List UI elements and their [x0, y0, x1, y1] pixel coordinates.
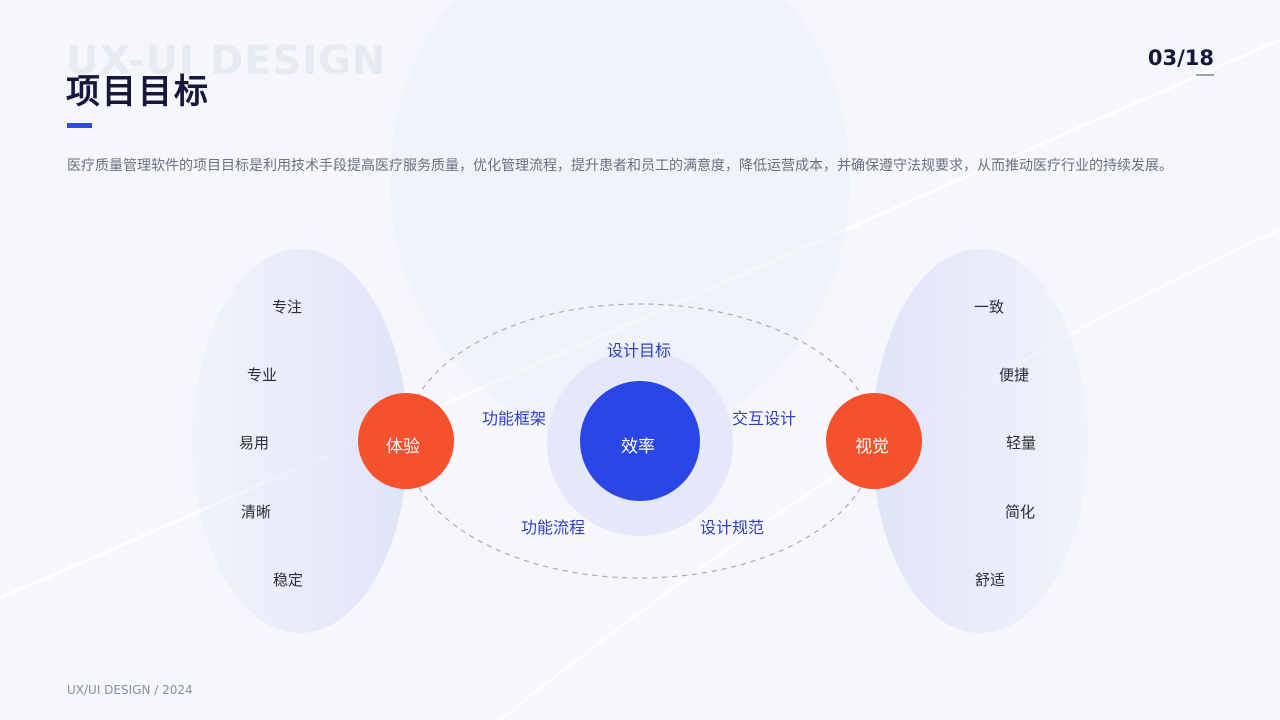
left-word: 易用 — [239, 434, 270, 452]
left-ellipse — [192, 249, 408, 633]
right-word: 舒适 — [975, 571, 1006, 589]
design-goal-label: 设计目标 — [607, 341, 672, 360]
center-circle — [580, 381, 700, 501]
decor-blob — [390, 0, 850, 440]
footer-text: UX/UI DESIGN / 2024 — [67, 683, 193, 697]
right-word: 轻量 — [1006, 434, 1037, 452]
left-circle-label: 体验 — [386, 437, 420, 457]
left-word: 稳定 — [273, 571, 304, 589]
left-word: 专业 — [247, 366, 278, 384]
center-circle-label: 效率 — [621, 437, 655, 457]
right-circle — [826, 393, 922, 489]
description-text: 医疗质量管理软件的项目目标是利用技术手段提高医疗服务质量，优化管理流程，提升患者… — [67, 158, 1173, 174]
right-circle-label: 视觉 — [855, 437, 889, 457]
page-number: 03/18 — [1147, 46, 1214, 70]
header-watermark: UX-UI DESIGN — [66, 38, 387, 84]
right-ellipse — [872, 249, 1088, 633]
right-word: 简化 — [1005, 503, 1036, 521]
interaction-design-label: 交互设计 — [732, 409, 797, 428]
function-framework-label: 功能框架 — [482, 409, 547, 428]
left-circle — [358, 393, 454, 489]
right-word: 便捷 — [999, 366, 1030, 384]
left-word: 清晰 — [241, 503, 272, 521]
page-title: 项目目标 — [66, 72, 210, 112]
design-spec-label: 设计规范 — [700, 518, 765, 537]
page-number-underline — [1196, 74, 1214, 76]
function-flow-label: 功能流程 — [521, 518, 586, 537]
right-word: 一致 — [974, 298, 1005, 316]
left-word: 专注 — [272, 298, 303, 316]
title-underline — [67, 123, 92, 128]
